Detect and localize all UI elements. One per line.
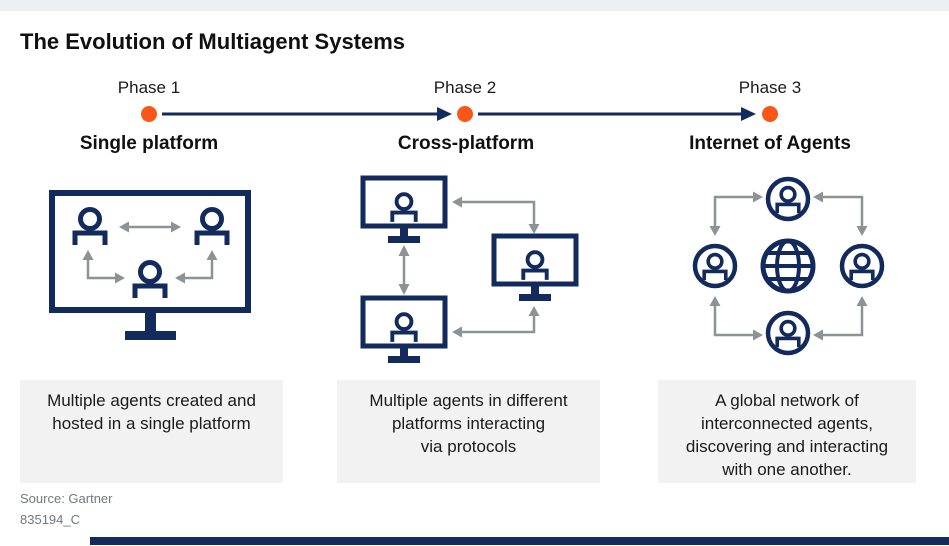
- linked-monitors-icon: [355, 172, 585, 377]
- monitor-with-agents-icon: [49, 190, 251, 340]
- arrowhead-left-icon: [813, 329, 823, 341]
- phase-3-label: Phase 3: [738, 78, 802, 97]
- monitor-icon: [363, 178, 445, 243]
- arrowhead-up-icon: [82, 250, 94, 260]
- doc-id-text: 835194_C: [20, 512, 80, 527]
- agent-icon: [702, 252, 728, 282]
- arrowhead-left-icon: [452, 326, 462, 338]
- monitor-icon: [494, 236, 576, 301]
- agent-icon: [775, 185, 801, 215]
- arrowhead-left-icon: [813, 191, 823, 203]
- description-line: Multiple agents in different: [369, 391, 568, 410]
- arrowhead-down-icon: [856, 226, 868, 236]
- network-arrows: [713, 195, 864, 337]
- description-line: platforms interacting: [391, 414, 546, 433]
- arrowhead-down-icon: [398, 284, 410, 295]
- arrowhead-left-icon: [452, 196, 462, 208]
- globe-with-agents-icon: [692, 176, 885, 356]
- phase-1-dot: [141, 106, 157, 122]
- description-line: A global network of: [715, 391, 859, 410]
- timeline-arrows: [162, 107, 756, 121]
- protocol-arrows: [402, 200, 536, 334]
- phase-1-subtitle: Single platform: [79, 133, 219, 154]
- arrowhead-left-icon: [119, 221, 129, 233]
- phase-2-description: Multiple agents in different platforms i…: [337, 380, 600, 483]
- arrowhead-right-icon: [753, 191, 763, 203]
- arrowhead-up-icon: [856, 296, 868, 306]
- description-line: with one another.: [722, 460, 852, 479]
- arrowhead-up-icon: [398, 245, 410, 256]
- arrowhead-right-icon: [753, 329, 763, 341]
- description-line: Multiple agents created and: [47, 391, 256, 410]
- phase-2-dot: [457, 106, 473, 122]
- page-title: The Evolution of Multiagent Systems: [20, 29, 406, 54]
- arrowhead-down-icon: [528, 224, 540, 234]
- agent-icon: [135, 263, 165, 299]
- agent-badges: [692, 176, 885, 356]
- source-text: Source: Gartner: [20, 491, 113, 506]
- arrowhead-right-icon: [171, 221, 181, 233]
- arrowhead-down-icon: [709, 226, 721, 236]
- phase-2-label: Phase 2: [433, 78, 497, 97]
- phase-1-description: Multiple agents created and hosted in a …: [20, 380, 283, 483]
- phase-2-subtitle: Cross-platform: [397, 133, 535, 154]
- top-accent-strip: [0, 0, 949, 11]
- phase-3-description: A global network of interconnected agent…: [658, 380, 916, 483]
- arrowhead-right-icon: [437, 107, 452, 121]
- arrowhead-up-icon: [709, 296, 721, 306]
- agent-icon: [75, 210, 105, 246]
- phase-3-dot: [762, 106, 778, 122]
- agent-icon: [849, 252, 875, 282]
- agent-icon: [197, 210, 227, 246]
- interaction-arrows: [86, 225, 214, 280]
- arrowhead-up-icon: [206, 250, 218, 260]
- globe-icon: [760, 238, 816, 294]
- monitor-icon: [363, 298, 445, 363]
- agent-icon: [775, 319, 801, 349]
- description-line: interconnected agents,: [700, 414, 873, 433]
- phase-1-label: Phase 1: [117, 78, 181, 97]
- description-line: discovering and interacting: [685, 437, 889, 456]
- bottom-accent-bar: [90, 537, 949, 545]
- description-line: hosted in a single platform: [52, 414, 251, 433]
- arrowhead-right-icon: [741, 107, 756, 121]
- description-line: via protocols: [420, 437, 517, 456]
- arrowhead-left-icon: [175, 272, 185, 284]
- phase-3-subtitle: Internet of Agents: [689, 133, 851, 154]
- arrowhead-right-icon: [115, 272, 125, 284]
- arrowhead-up-icon: [528, 306, 540, 316]
